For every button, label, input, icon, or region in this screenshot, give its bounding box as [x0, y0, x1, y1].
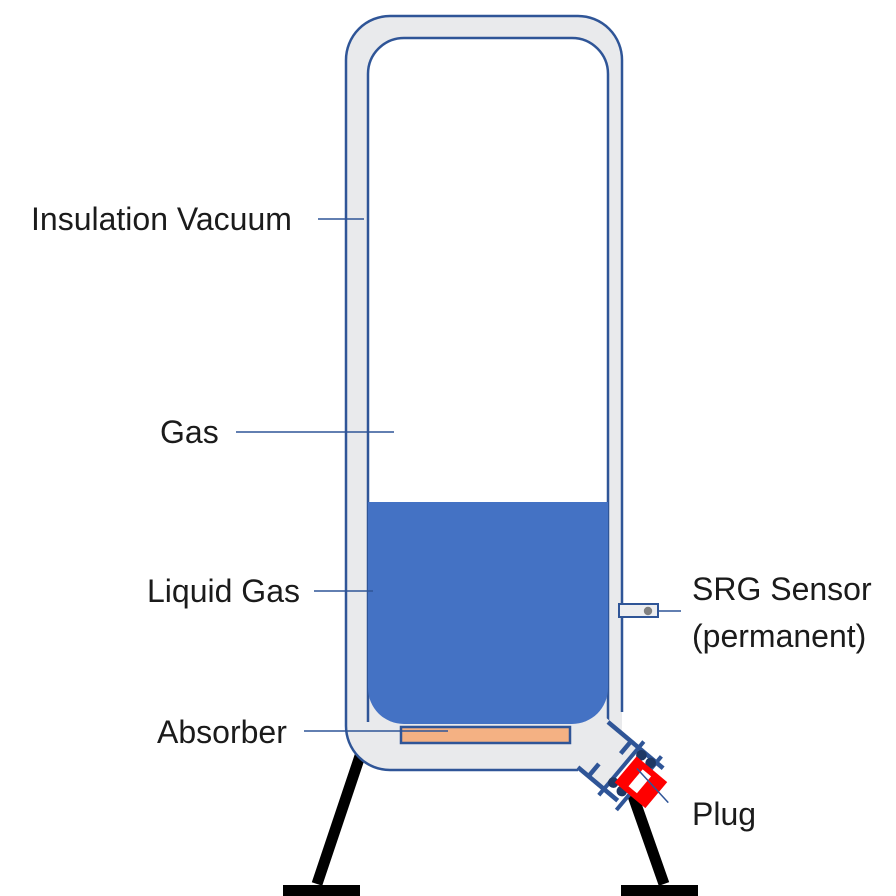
srg-sensor-dot	[643, 606, 653, 616]
outer-vessel-wall	[344, 14, 624, 772]
flange-bolt	[636, 749, 647, 761]
inner-flange-tick-lower	[586, 762, 601, 779]
leader-lines	[236, 218, 681, 732]
srg-sensor-label-line2: (permanent)	[692, 618, 867, 654]
left-foot	[283, 885, 360, 896]
insulation-vacuum-label: Insulation Vacuum	[31, 201, 292, 237]
srg-sensor-label-line1: SRG Sensor	[692, 571, 872, 607]
plug-assembly	[568, 717, 669, 812]
srg-sensor-label: SRG Sensor (permanent)	[692, 566, 872, 660]
gas-label: Gas	[160, 414, 219, 450]
gas-region	[368, 38, 608, 503]
flange-bolt	[608, 777, 619, 788]
plug-axis-line	[636, 767, 669, 804]
absorber-plate	[399, 725, 572, 745]
absorber-label: Absorber	[157, 714, 287, 750]
flange-bolt	[645, 757, 656, 769]
right-foot	[621, 885, 698, 896]
inner-flange-tick-upper	[618, 739, 634, 755]
flange-plate-inner	[597, 740, 646, 797]
port-lower-wall	[576, 765, 620, 803]
right-leg	[626, 791, 670, 886]
support-legs	[283, 748, 698, 896]
liquid-gas-label: Liquid Gas	[147, 573, 300, 609]
plug-slot	[628, 769, 652, 794]
liquid-gas-region	[368, 502, 608, 724]
inner-vessel-wall	[366, 36, 610, 722]
srg-sensor-port	[618, 603, 659, 618]
plug-label: Plug	[692, 796, 757, 832]
left-leg	[311, 748, 368, 886]
